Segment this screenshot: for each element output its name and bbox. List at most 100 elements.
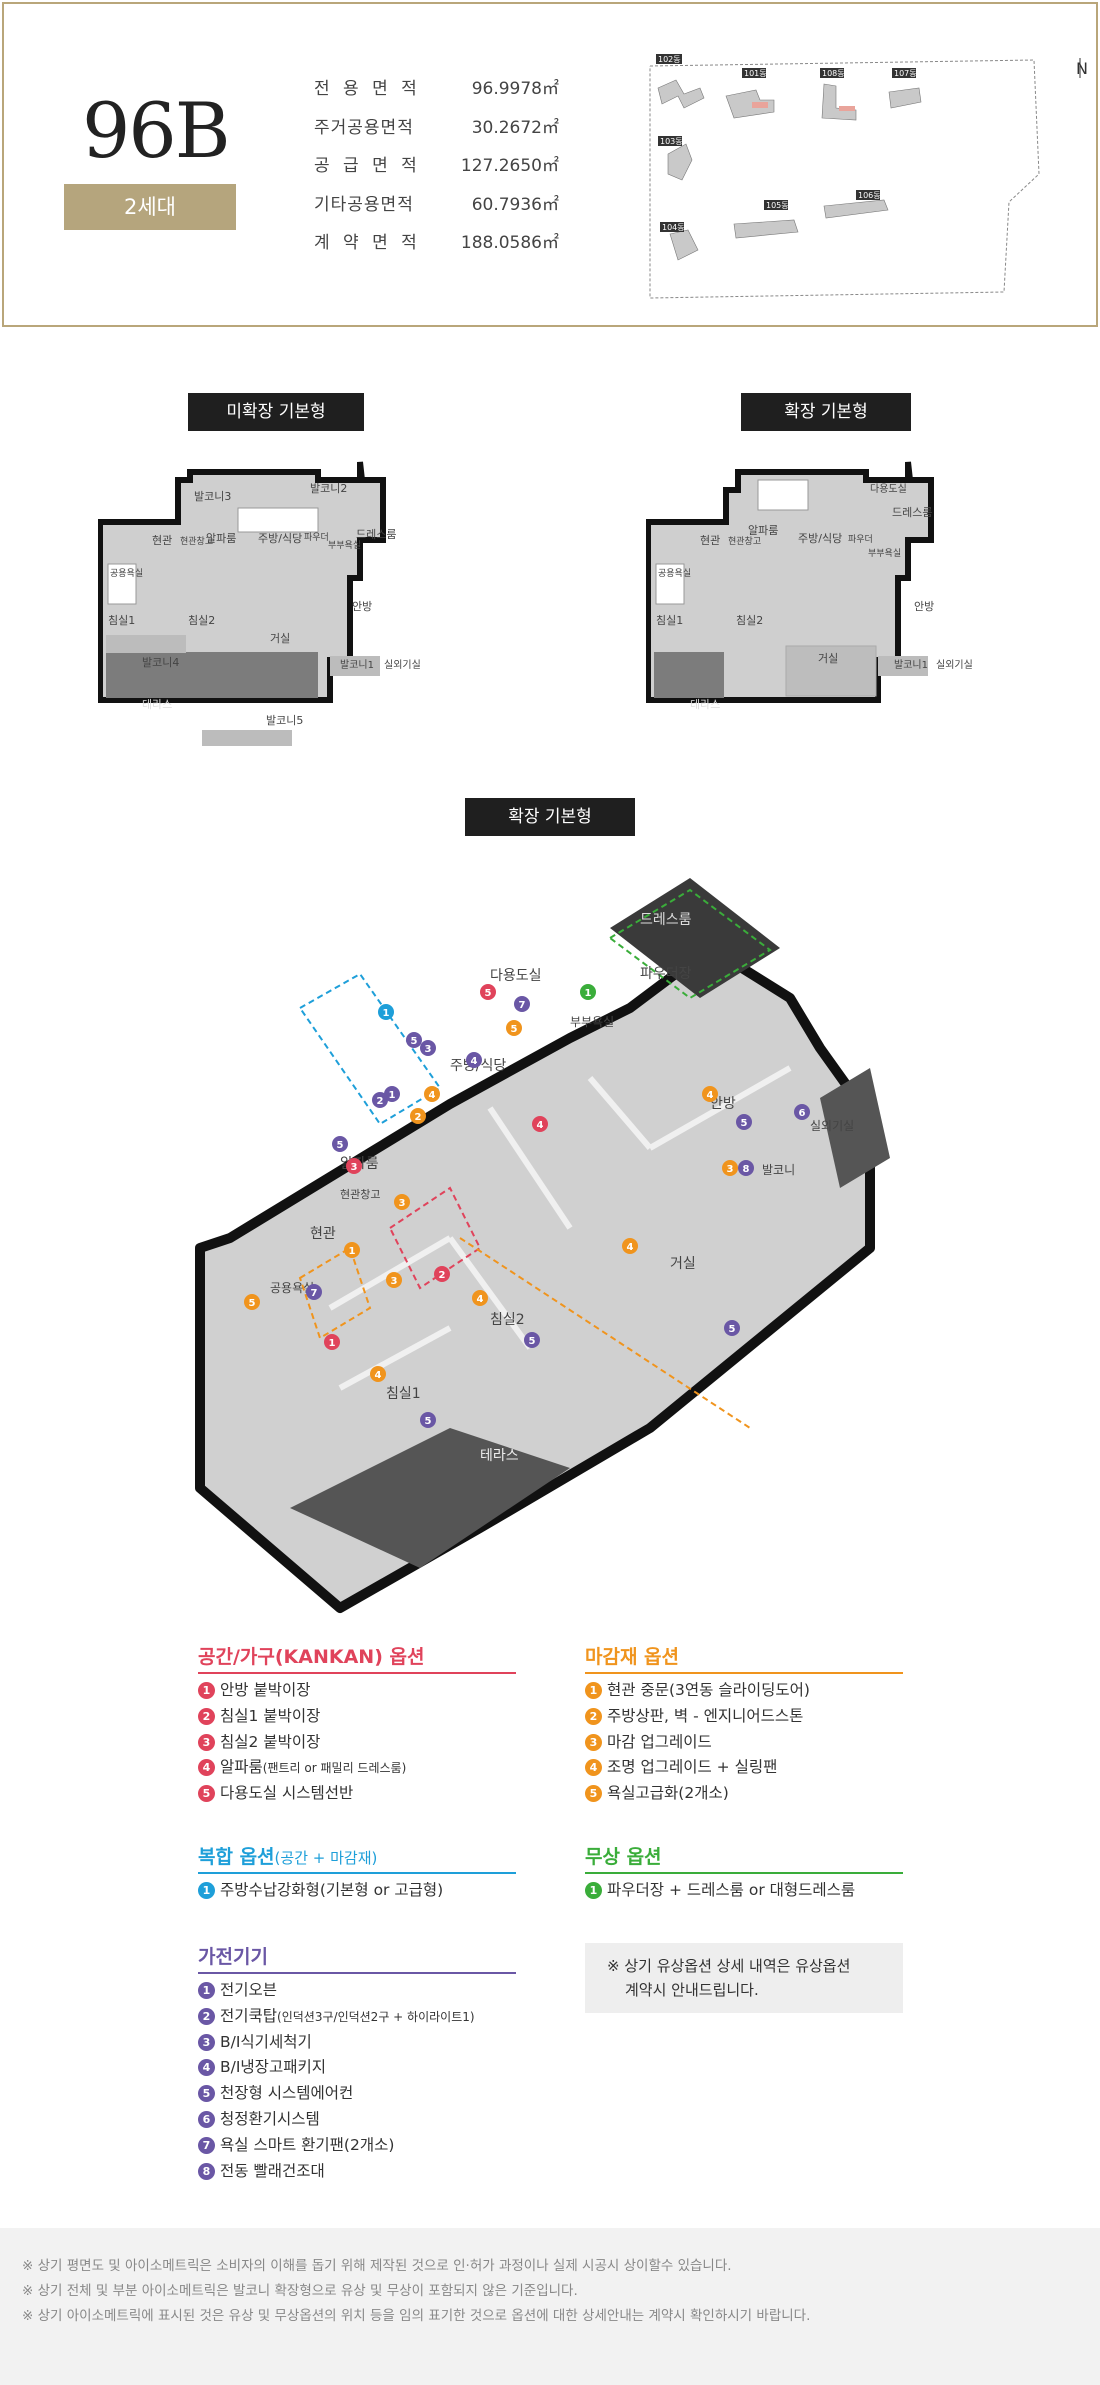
option-number: 4 — [585, 1759, 602, 1777]
area-value: 60.7936㎡ — [471, 194, 559, 215]
area-label: 전 용 면 적 — [314, 79, 421, 99]
list-item: 1 주방수납강화형(기본형 or 고급형) — [198, 1878, 443, 1904]
option-text: 조명 업그레이드 + 실링팬 — [607, 1758, 778, 1777]
combo-title-note: (공간 + 마감재) — [274, 1849, 378, 1867]
room-label: 현관창고 — [180, 536, 213, 547]
room-label: 주방/식당 — [258, 532, 302, 545]
area-label: 계 약 면 적 — [314, 233, 421, 253]
free-options-list: 1 파우더장 + 드레스룸 or 대형드레스룸 — [585, 1878, 855, 1904]
room-label: 안방 — [710, 1096, 736, 1112]
option-number: 8 — [198, 2162, 215, 2180]
room-label: 침실1 — [656, 614, 683, 627]
svg-text:2: 2 — [439, 1270, 446, 1281]
room-label: 알파룸 — [748, 523, 778, 537]
svg-text:1: 1 — [329, 1338, 336, 1349]
room-label: 실외기실 — [384, 659, 421, 671]
option-number: 3 — [585, 1733, 602, 1751]
area-label: 주거공용면적 — [314, 117, 414, 138]
room-label: 침실2 — [490, 1312, 525, 1328]
room-label: 현관창고 — [728, 536, 761, 547]
option-number: 1 — [585, 1882, 602, 1899]
svg-text:5: 5 — [411, 1036, 418, 1047]
svg-text:1: 1 — [585, 988, 592, 999]
option-notice-box: ※ 상기 유상옵션 상세 내역은 유상옵션 계약시 안내드립니다. — [585, 1943, 903, 2013]
option-number: 1 — [198, 1882, 215, 1899]
svg-text:5: 5 — [337, 1140, 344, 1151]
iso-plan-title: 확장 기본형 — [465, 798, 635, 836]
svg-text:3: 3 — [391, 1276, 398, 1287]
room-label: 현관 — [700, 534, 720, 547]
site-plan: N 102동 101동 108동 107동 103동 105동 106동 104… — [649, 54, 1088, 299]
svg-text:3: 3 — [727, 1164, 734, 1175]
combo-title-text: 복합 옵션 — [198, 1846, 275, 1868]
list-item: 3 마감 업그레이드 — [585, 1730, 810, 1756]
disclaimer-line: ※ 상기 전체 및 부분 아이소메트릭은 발코니 확장형으로 유상 및 무상이 … — [22, 2283, 578, 2299]
area-value: 127.2650㎡ — [460, 156, 559, 176]
room-label: 거실 — [818, 652, 838, 665]
option-text: 다용도실 시스템선반 — [220, 1784, 354, 1803]
option-number: 2 — [198, 2007, 215, 2025]
disclaimer-line: ※ 상기 평면도 및 아이소메트릭은 소비자의 이해를 돕기 위해 제작된 것으… — [22, 2258, 732, 2274]
option-text: 안방 붙박이장 — [220, 1681, 311, 1699]
room-label: 발코니1 — [340, 659, 374, 671]
room-label: 공용욕실 — [270, 1281, 314, 1295]
room-label: 테라스 — [142, 698, 172, 711]
option-text: 전동 빨래건조대 — [220, 2161, 325, 2180]
floorplan-expanded: 다용도실 현관 현관창고 알파룸 주방/식당 파우더 부부욕실 드레스룸 공용욕… — [646, 461, 973, 711]
list-item: 1 전기오븐 — [198, 1978, 475, 2004]
divider — [198, 1972, 516, 1974]
option-text: 파우더장 + 드레스룸 or 대형드레스룸 — [607, 1881, 856, 1899]
divider — [585, 1672, 903, 1674]
svg-text:5: 5 — [485, 988, 492, 999]
notice-line: ※ 상기 유상옵션 상세 내역은 유상옵션 — [607, 1957, 851, 1975]
svg-text:5: 5 — [425, 1416, 432, 1427]
room-label: 드레스룸 — [892, 506, 932, 519]
svg-text:4: 4 — [537, 1120, 544, 1131]
svg-text:1: 1 — [383, 1008, 390, 1019]
option-text: 마감 업그레이드 — [607, 1732, 712, 1751]
svg-text:5: 5 — [511, 1024, 518, 1035]
isometric-floorplan: 드레스룸 다용도실 파우더장 부부욕실 주방/식당 안방 실외기실 발코니 알파… — [195, 878, 890, 1613]
room-label: 파우더 — [848, 534, 873, 545]
room-label: 발코니3 — [194, 490, 231, 503]
svg-text:5: 5 — [741, 1118, 748, 1129]
option-text: 욕실 스마트 환기팬(2개소) — [220, 2135, 395, 2154]
svg-text:8: 8 — [743, 1164, 750, 1175]
option-text: 침실1 붙박이장 — [220, 1706, 321, 1725]
room-label: 테라스 — [480, 1448, 519, 1464]
option-text: 청정환기시스템 — [220, 2109, 320, 2128]
plan-title-unexpanded: 미확장 기본형 — [188, 393, 364, 431]
option-text: 주방수납강화형(기본형 or 고급형) — [220, 1881, 444, 1899]
option-text: 현관 중문(3연동 슬라이딩도어) — [607, 1681, 810, 1699]
disclaimer-line: ※ 상기 아이소메트릭에 표시된 것은 유상 및 무상옵션의 위치 등을 임의 … — [22, 2308, 811, 2324]
list-item: 8 전동 빨래건조대 — [198, 2159, 475, 2185]
building-label: 102동 — [658, 55, 681, 64]
building-label: 105동 — [766, 201, 789, 210]
svg-text:7: 7 — [311, 1288, 318, 1299]
svg-text:4: 4 — [375, 1370, 382, 1381]
room-label: 현관 — [152, 534, 172, 547]
building-label: 106동 — [858, 191, 881, 200]
room-label: 발코니2 — [310, 482, 347, 495]
option-number: 1 — [198, 1982, 215, 1999]
svg-text:4: 4 — [627, 1242, 634, 1253]
room-label: 테라스 — [690, 698, 720, 711]
room-label: 침실1 — [108, 614, 135, 627]
option-text: 전기오븐 — [220, 1981, 278, 1999]
room-label: 발코니4 — [142, 656, 179, 669]
svg-text:4: 4 — [471, 1056, 478, 1067]
svg-text:3: 3 — [399, 1198, 406, 1209]
list-item: 1 파우더장 + 드레스룸 or 대형드레스룸 — [585, 1878, 855, 1904]
option-number: 3 — [198, 2033, 215, 2051]
